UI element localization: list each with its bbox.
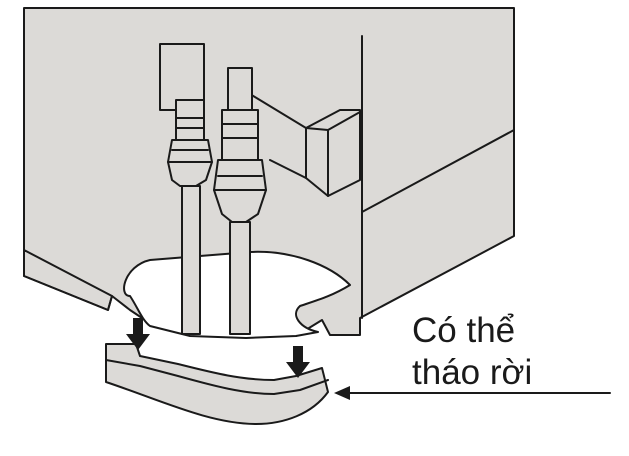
- removable-cover: [105, 343, 329, 425]
- mount-bracket-face: [305, 111, 361, 197]
- left-arrow-icon: [334, 386, 611, 400]
- right-pipe: [213, 67, 267, 335]
- left-pipe: [159, 43, 213, 335]
- callout-label-line1: Có thể: [412, 311, 516, 350]
- callout-label-line2: tháo rời: [412, 353, 533, 392]
- removable-cover-top: [105, 359, 329, 395]
- unit-front-edge: [361, 129, 515, 213]
- mount-bracket-back: [249, 93, 307, 179]
- unit-left-foot: [23, 249, 113, 311]
- down-arrow-icon: [126, 318, 150, 350]
- down-arrow-icon: [286, 346, 310, 378]
- mount-bracket: [305, 109, 361, 197]
